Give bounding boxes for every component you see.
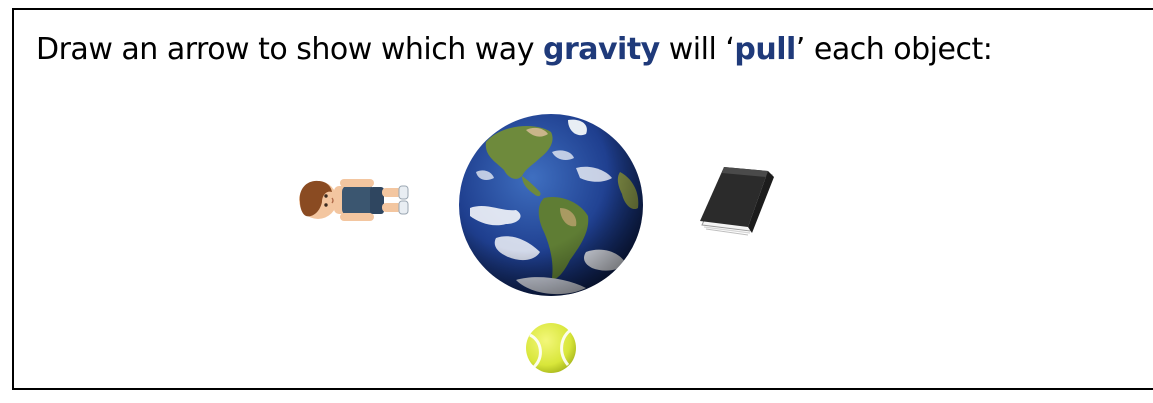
instruction-part-2: will ‘ xyxy=(659,32,735,67)
worksheet-panel: Draw an arrow to show which way gravity … xyxy=(12,8,1153,390)
instruction-part-1: Draw an arrow to show which way xyxy=(36,32,543,67)
person-lying-icon xyxy=(299,179,409,221)
book-icon xyxy=(700,167,774,236)
earth-globe-icon xyxy=(459,114,643,296)
instruction-part-3: ’ each object: xyxy=(795,32,993,67)
tennis-ball-icon xyxy=(526,323,576,373)
keyword-pull: pull xyxy=(734,32,796,67)
instruction-text: Draw an arrow to show which way gravity … xyxy=(36,32,993,67)
keyword-gravity: gravity xyxy=(542,32,660,67)
